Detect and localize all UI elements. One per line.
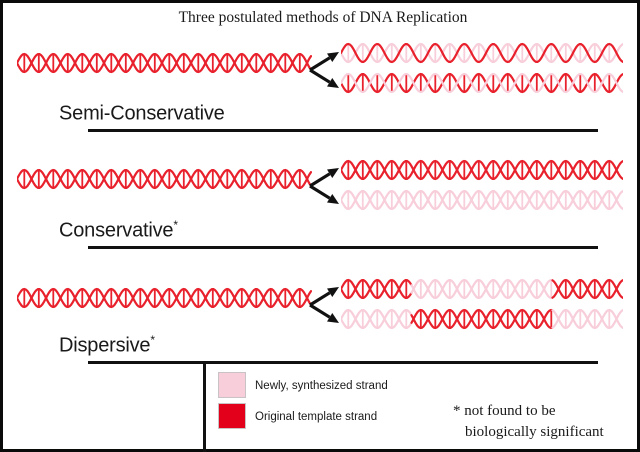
daughter-helix-semi-conservative-2 [339,71,625,100]
method-asterisk-conservative: * [173,218,178,232]
legend-label-original-strand: Original template strand [255,411,378,423]
divergence-arrows-semi-conservative [308,47,344,98]
method-asterisk-dispersive: * [150,333,155,347]
daughter-helix-conservative-1 [339,158,625,187]
method-name-dispersive: Dispersive [59,334,151,357]
parent-helix-semi-conservative [15,51,313,80]
method-name-conservative: Conservative [59,219,174,242]
figure-title: Three postulated methods of DNA Replicat… [178,9,468,26]
method-label-semi-conservative: Semi-Conservative [59,101,225,126]
method-name-semi-conservative: Semi-Conservative [59,102,225,125]
daughter-helix-semi-conservative-1 [339,41,625,70]
rule-conservative [88,246,598,249]
daughter-helix-conservative-2 [339,188,625,217]
divergence-arrows-conservative [308,163,344,214]
parent-helix-dispersive [15,286,313,315]
rule-semi-conservative [88,129,598,132]
method-label-dispersive: Dispersive* [59,333,155,358]
parent-helix-conservative [15,167,313,196]
legend-swatch-original-strand [218,403,246,429]
daughter-helix-dispersive-2 [339,307,625,336]
footnote-line-2: biologically significant [465,424,604,440]
rule-dispersive [88,361,598,364]
divergence-arrows-dispersive [308,282,344,333]
daughter-helix-dispersive-1 [339,277,625,306]
footnote-line-1: * not found to be [453,403,556,419]
legend-label-new-strand: Newly, synthesized strand [255,380,388,392]
legend-swatch-new-strand [218,372,246,398]
method-label-conservative: Conservative* [59,218,178,243]
legend-divider [203,364,206,452]
